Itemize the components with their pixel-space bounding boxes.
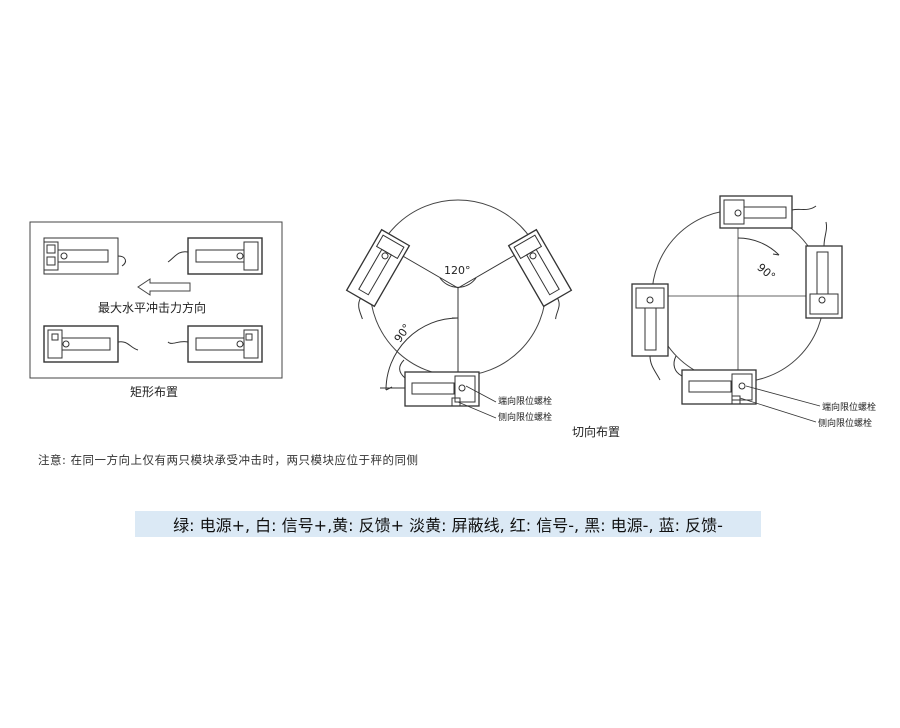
weigh-module: [399, 359, 480, 407]
wiring-legend-text: 绿: 电源+, 白: 信号+,黄: 反馈+ 淡黄: 屏蔽线, 红: 信号-, 黑…: [173, 516, 723, 535]
angle-arc-120: [439, 277, 477, 288]
weigh-module: [167, 237, 263, 275]
angle-label-90: 90°: [392, 322, 414, 345]
weigh-module: [43, 237, 126, 275]
weigh-module: [507, 228, 573, 320]
tangent-layout-caption: 切向布置: [572, 424, 620, 439]
callout-end-bolt: 端向限位螺栓: [822, 401, 876, 413]
weigh-module: [673, 355, 757, 405]
rect-layout-frame: [29, 221, 283, 379]
rect-layout: 最大水平冲击力方向 矩形布置: [29, 221, 283, 399]
weigh-module: [719, 195, 817, 229]
angle-label-120: 120°: [444, 264, 471, 277]
tangent-layout: 90°: [572, 195, 876, 439]
angle-arc-90: [737, 237, 780, 256]
angle-arc-90: [385, 317, 459, 391]
weigh-module: [167, 325, 263, 363]
callout-side-bolt: 侧向限位螺栓: [498, 411, 552, 423]
weigh-module: [43, 325, 139, 363]
weigh-module: [805, 221, 843, 319]
impact-direction-arrow: [137, 278, 191, 296]
weigh-module: [631, 283, 669, 381]
impact-direction-label: 最大水平冲击力方向: [98, 300, 206, 315]
radial-layout: 120° 90°: [345, 199, 573, 423]
installation-note: 注意: 在同一方向上仅有两只模块承受冲击时，两只模块应位于秤的同侧: [38, 453, 419, 467]
rect-layout-caption: 矩形布置: [130, 385, 178, 399]
angle-label-90: 90°: [754, 261, 777, 283]
callout-end-bolt: 端向限位螺栓: [498, 395, 552, 407]
weigh-module: [345, 228, 411, 320]
wiring-legend-bar: 绿: 电源+, 白: 信号+,黄: 反馈+ 淡黄: 屏蔽线, 红: 信号-, 黑…: [135, 511, 761, 537]
callout-side-bolt: 侧向限位螺栓: [818, 417, 872, 429]
